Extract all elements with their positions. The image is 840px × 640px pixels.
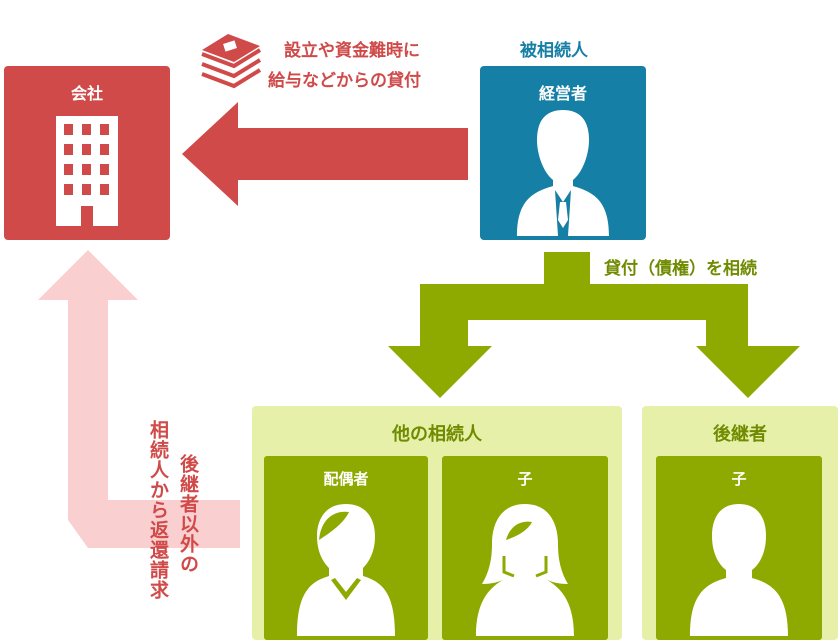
loan-note-line1: 設立や資金難時に xyxy=(284,41,420,61)
loan-note-line2: 給与などからの貸付 xyxy=(268,71,421,91)
successor-panel: 後継者 子 xyxy=(642,406,838,640)
successor-child-label: 子 xyxy=(731,470,747,488)
other-heirs-title: 他の相続人 xyxy=(392,424,482,445)
company-box: 会社 xyxy=(4,66,170,240)
building-icon xyxy=(56,116,118,226)
inheritance-arrow xyxy=(388,252,800,398)
heir-spouse-card: 配偶者 xyxy=(264,456,428,640)
return-claim-arrow xyxy=(38,250,240,548)
heir-child-card: 子 xyxy=(442,456,608,640)
businessman-icon xyxy=(517,110,609,236)
claim-note-line2: 相続人から返還請求 xyxy=(147,420,169,600)
money-stack-icon xyxy=(201,34,262,89)
deceased-label: 経営者 xyxy=(538,84,587,103)
deceased-box: 経営者 xyxy=(480,66,646,240)
successor-title: 後継者 xyxy=(713,424,767,445)
heir-child-label: 子 xyxy=(517,470,533,488)
deceased-heading: 被相続人 xyxy=(520,41,588,61)
woman-short-hair-icon xyxy=(297,504,395,636)
company-label: 会社 xyxy=(70,84,103,103)
loan-arrow xyxy=(182,102,468,206)
other-heirs-panel: 他の相続人 配偶者 子 xyxy=(252,406,622,640)
woman-long-hair-icon xyxy=(476,504,574,636)
inherit-note: 貸付（債権）を相続 xyxy=(604,259,757,279)
claim-note-line1: 後継者以外の xyxy=(177,454,199,574)
person-icon xyxy=(690,504,788,636)
heir-spouse-label: 配偶者 xyxy=(323,470,369,488)
successor-child-card: 子 xyxy=(656,456,822,640)
